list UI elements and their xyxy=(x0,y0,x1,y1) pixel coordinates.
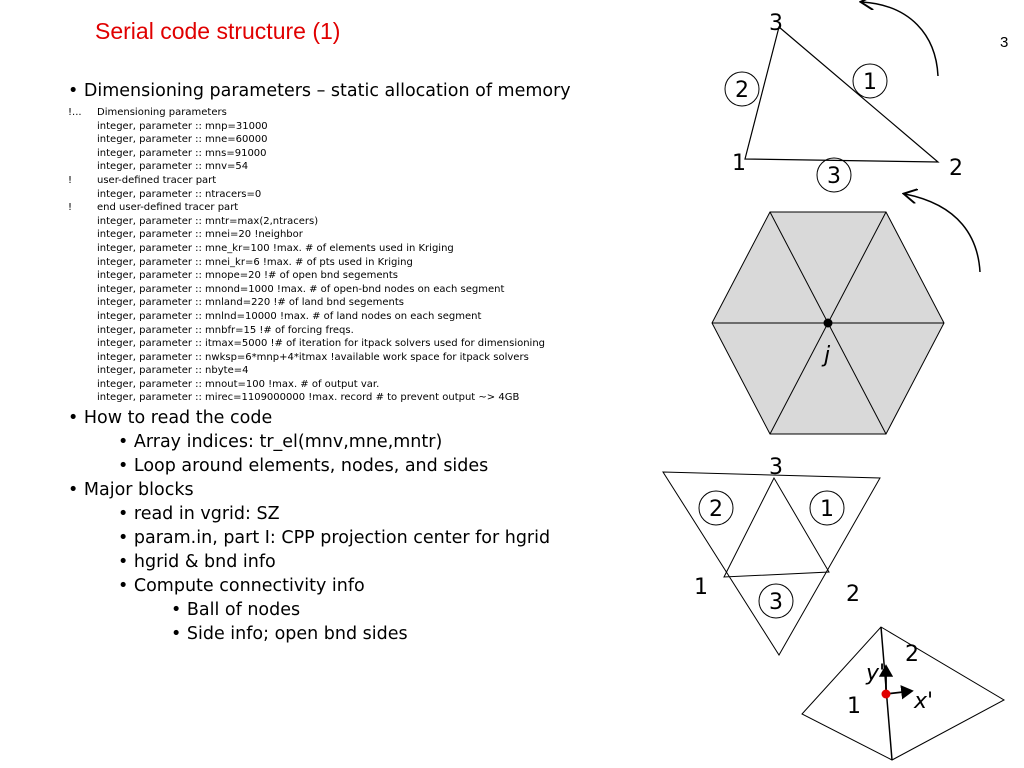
side-label-1: 1 xyxy=(863,70,877,95)
code-line-text: integer, parameter :: mnei_kr=6 !max. # … xyxy=(97,256,413,268)
center-node-dot xyxy=(823,318,833,328)
code-line-marker: ! xyxy=(68,202,73,214)
y-axis-label: y' xyxy=(865,661,885,686)
code-line-text: integer, parameter :: ntracers=0 xyxy=(97,188,262,200)
node-label-1: 1 xyxy=(694,575,708,600)
x-axis-label: x' xyxy=(913,689,933,714)
local-frame-diagram: 2 1 y' x' xyxy=(801,626,1006,761)
code-line-text: Dimensioning parameters xyxy=(97,107,227,118)
page-number: 3 xyxy=(1000,34,1009,51)
local-origin-dot xyxy=(881,689,891,699)
ball-of-nodes-diagram: j xyxy=(711,194,981,435)
code-line: integer, parameter :: mne=60000 xyxy=(68,133,571,147)
side-circle-2 xyxy=(698,490,734,526)
bullet-dimensioning: • Dimensioning parameters – static alloc… xyxy=(68,81,571,101)
code-line: integer, parameter :: mnland=220 !# of l… xyxy=(68,296,571,310)
side-circle-1 xyxy=(809,490,845,526)
code-line-text: integer, parameter :: itmax=5000 !# of i… xyxy=(97,338,546,350)
code-line-text: integer, parameter :: mirec=1109000000 !… xyxy=(97,392,520,404)
node-label-1: 1 xyxy=(732,151,746,176)
side-label-2: 2 xyxy=(735,78,749,103)
code-line: ! end user-defined tracer part xyxy=(68,201,571,215)
node-label-2: 2 xyxy=(905,642,919,667)
code-line: integer, parameter :: mnlnd=10000 !max. … xyxy=(68,310,571,324)
bullet-ball-of-nodes: • Ball of nodes xyxy=(171,600,301,621)
bullet-hgrid-bnd: • hgrid & bnd info xyxy=(118,552,276,573)
code-line: ! user-defined tracer part xyxy=(68,174,571,188)
node-label-2: 2 xyxy=(949,156,963,181)
code-listing: !... Dimensioning parameters integer, para… xyxy=(68,106,571,405)
code-line: integer, parameter :: mnout=100 !max. # … xyxy=(68,378,571,392)
code-line-text: user-defined tracer part xyxy=(97,174,217,186)
code-line: integer, parameter :: mnei_kr=6 !max. # … xyxy=(68,256,571,270)
code-line: integer, parameter :: mnp=31000 xyxy=(68,120,571,134)
code-line: integer, parameter :: nwksp=6*mnp+4*itma… xyxy=(68,351,571,365)
side-circle-3 xyxy=(758,583,794,619)
bullet-loop-around: • Loop around elements, nodes, and sides xyxy=(118,456,489,477)
code-line-text: integer, parameter :: mns=91000 xyxy=(97,147,267,159)
code-line: integer, parameter :: mnbfr=15 !# of for… xyxy=(68,324,571,338)
outer-triangle xyxy=(662,471,881,656)
bullet-list: • Dimensioning parameters – static alloc… xyxy=(68,79,571,646)
code-line-text: integer, parameter :: mnp=31000 xyxy=(97,120,268,132)
code-line-text: integer, parameter :: mnland=220 !# of l… xyxy=(97,297,404,309)
rotation-arrow xyxy=(905,194,981,273)
code-line-text: end user-defined tracer part xyxy=(97,202,239,214)
side-label-2: 2 xyxy=(709,497,723,522)
code-line-text: integer, parameter :: nbyte=4 xyxy=(97,365,249,377)
code-line-text: integer, parameter :: nwksp=6*mnp+4*itma… xyxy=(97,351,529,363)
code-line: integer, parameter :: mne_kr=100 !max. #… xyxy=(68,242,571,256)
bullet-side-info: • Side info; open bnd sides xyxy=(171,624,408,645)
side-circle-3 xyxy=(816,157,852,193)
bullet-array-indices: • Array indices: tr_el(mnv,mne,mntr) xyxy=(118,432,443,453)
code-line-text: integer, parameter :: mnv=54 xyxy=(97,161,249,173)
bullet-connectivity: • Compute connectivity info xyxy=(118,576,365,597)
code-line-text: integer, parameter :: mntr=max(2,ntracer… xyxy=(97,215,319,227)
code-line: integer, parameter :: mirec=1109000000 !… xyxy=(68,391,571,405)
code-line-text: integer, parameter :: mnbfr=15 !# of for… xyxy=(97,324,354,336)
side-circle-1 xyxy=(852,63,888,99)
code-line: integer, parameter :: mns=91000 xyxy=(68,147,571,161)
code-line-text: integer, parameter :: mnlnd=10000 !max. … xyxy=(97,310,482,322)
code-line: integer, parameter :: ntracers=0 xyxy=(68,188,571,202)
slide-title: Serial code structure (1) xyxy=(95,18,341,44)
bullet-read-vgrid: • read in vgrid: SZ xyxy=(118,504,280,525)
side-label-3: 3 xyxy=(769,590,783,615)
element-triangle-diagram: 3 1 2 1 2 3 xyxy=(724,2,963,193)
bullet-how-to-read: • How to read the code xyxy=(68,408,273,429)
code-line: integer, parameter :: mnope=20 !# of ope… xyxy=(68,269,571,283)
node-label-2: 2 xyxy=(846,582,860,607)
center-node-label: j xyxy=(821,343,831,368)
code-line-text: integer, parameter :: mne_kr=100 !max. #… xyxy=(97,242,454,254)
node-label-3: 3 xyxy=(769,455,783,480)
side-label-1: 1 xyxy=(820,497,834,522)
code-line: integer, parameter :: mnond=1000 !max. #… xyxy=(68,283,571,297)
bullet-param-in: • param.in, part I: CPP projection cente… xyxy=(118,528,551,549)
inner-triangle xyxy=(723,476,830,578)
code-line-marker: ! xyxy=(68,174,73,186)
code-line-text: integer, parameter :: mnout=100 !max. # … xyxy=(97,378,380,390)
local-element xyxy=(801,626,1006,761)
side-label-3: 3 xyxy=(827,164,841,189)
code-line: integer, parameter :: nbyte=4 xyxy=(68,364,571,378)
code-line-text: integer, parameter :: mne=60000 xyxy=(97,134,268,146)
code-line: integer, parameter :: itmax=5000 !# of i… xyxy=(68,337,571,351)
code-line-text: integer, parameter :: mnei=20 !neighbor xyxy=(97,229,303,241)
triangle-element xyxy=(744,25,940,163)
code-line-text: integer, parameter :: mnope=20 !# of ope… xyxy=(97,270,398,282)
node-label-3: 3 xyxy=(769,11,783,36)
side-circle-2 xyxy=(724,71,760,107)
rotation-arrow xyxy=(862,2,939,77)
bullet-major-blocks: • Major blocks xyxy=(68,480,194,501)
code-line: integer, parameter :: mnv=54 xyxy=(68,160,571,174)
code-line-marker: !... xyxy=(68,107,82,118)
code-line: integer, parameter :: mntr=max(2,ntracer… xyxy=(68,215,571,229)
node-label-1: 1 xyxy=(847,694,861,719)
code-line-text: integer, parameter :: mnond=1000 !max. #… xyxy=(97,283,505,295)
code-line: integer, parameter :: mnei=20 !neighbor xyxy=(68,228,571,242)
subdivided-triangle-diagram: 3 1 2 1 2 3 xyxy=(662,455,881,656)
code-line: !... Dimensioning parameters xyxy=(68,106,571,120)
